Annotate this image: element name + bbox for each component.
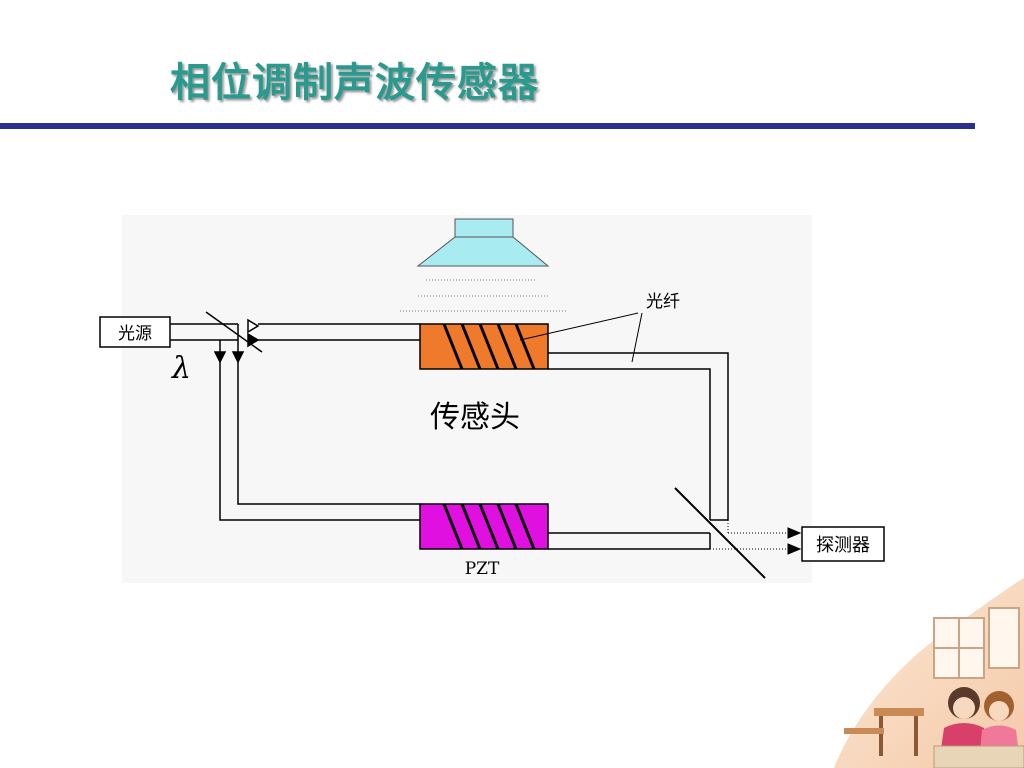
wavelength-symbol: λ — [171, 351, 191, 386]
slide-title: 相位调制声波传感器 — [170, 60, 539, 106]
pzt-label: PZT — [465, 559, 500, 579]
lower-fiber-arm — [219, 362, 711, 550]
light-source-box: 光源 — [99, 316, 171, 348]
pzt-coil — [419, 503, 549, 550]
output-beams — [710, 520, 802, 555]
light-source-label: 光源 — [118, 324, 152, 344]
sensor-head-label: 传感头 — [430, 400, 520, 435]
classroom-illustration — [834, 578, 1024, 768]
sound-waves — [400, 279, 566, 312]
beam-splitter — [205, 311, 263, 353]
detector-label: 探测器 — [816, 535, 870, 556]
beam-combiner — [674, 487, 766, 579]
speaker-icon — [416, 218, 550, 267]
detector-box: 探测器 — [801, 526, 885, 562]
fiber-pointer-1 — [519, 312, 639, 341]
title-underline — [0, 123, 975, 129]
input-arrows — [213, 318, 260, 364]
upper-fiber-arm — [258, 323, 729, 521]
fiber-pointer-2 — [631, 312, 643, 363]
sensor-head-coil — [419, 323, 549, 370]
fiber-label: 光纤 — [646, 292, 680, 312]
